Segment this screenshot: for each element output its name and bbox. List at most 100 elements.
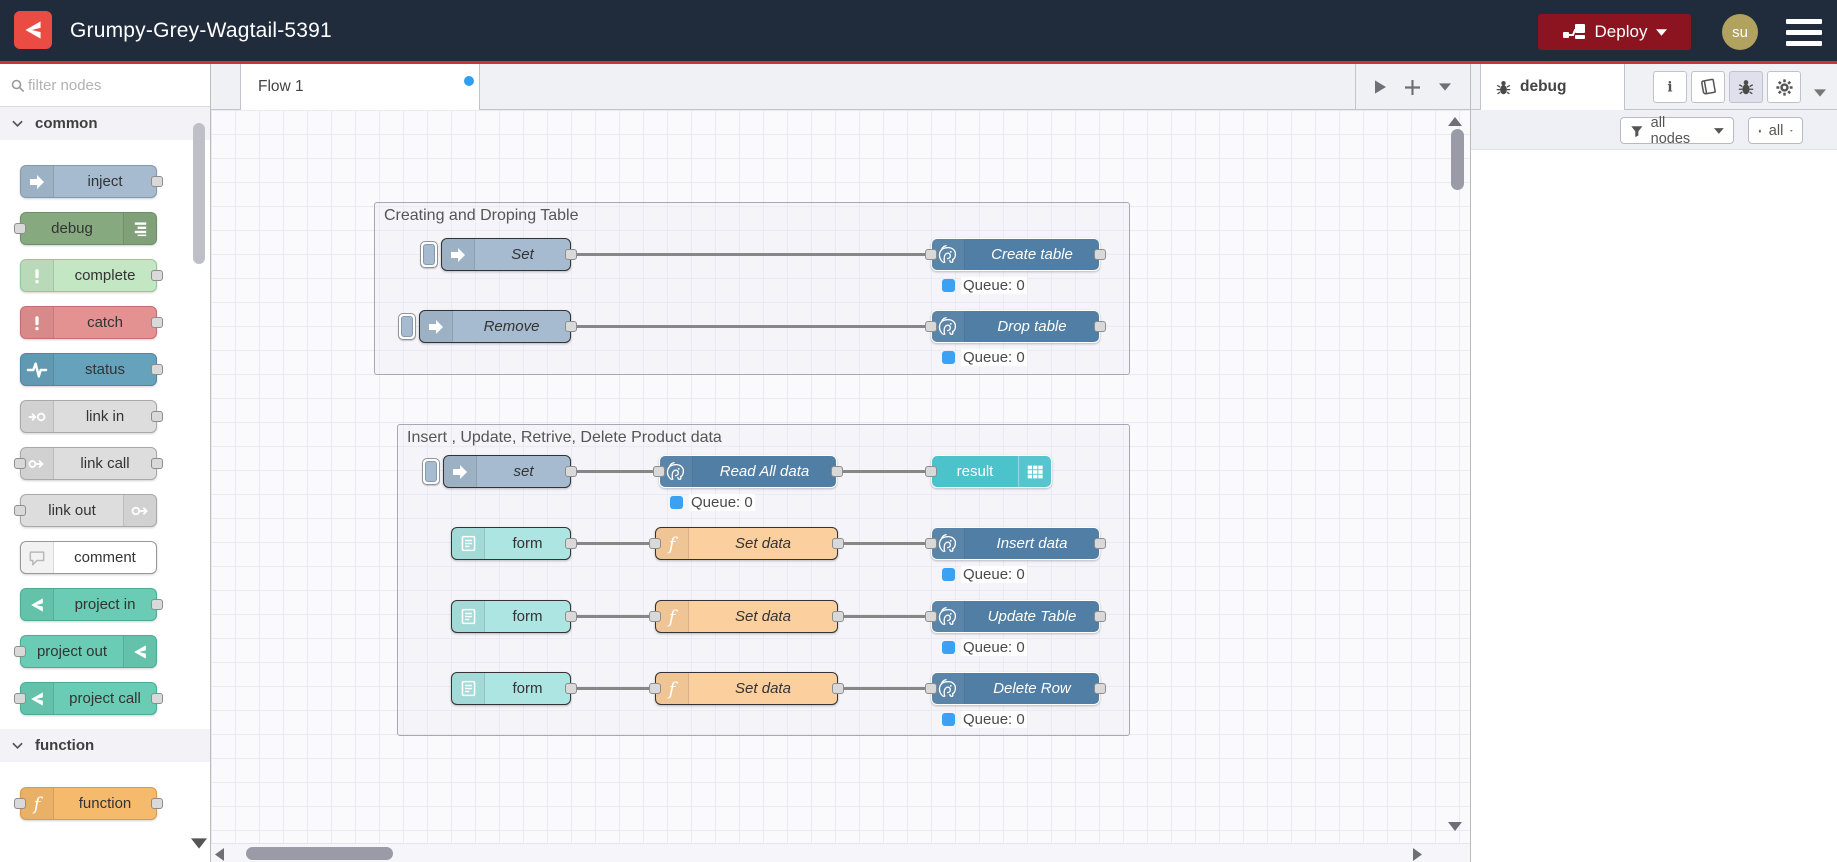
palette-node-link-out[interactable]: link out <box>14 494 157 527</box>
node-output-port[interactable] <box>1094 611 1106 622</box>
node-input-port[interactable] <box>925 611 937 622</box>
node-output-port[interactable] <box>565 683 577 694</box>
node-input-port[interactable] <box>649 538 661 549</box>
node-input-port[interactable] <box>14 505 26 516</box>
node-output-port[interactable] <box>151 411 163 422</box>
palette-search[interactable] <box>0 64 210 107</box>
palette-node-status[interactable]: status <box>20 353 163 386</box>
flow-node-set[interactable]: set <box>443 455 577 488</box>
info-button[interactable]: i <box>1653 71 1687 103</box>
canvas-scroll-right-icon[interactable] <box>1413 848 1422 862</box>
help-book-button[interactable] <box>1691 71 1725 103</box>
node-output-port[interactable] <box>565 538 577 549</box>
palette-node-debug[interactable]: debug <box>14 212 157 245</box>
flow-node-form[interactable]: form <box>451 527 577 560</box>
flow-node-Insert-data[interactable]: Insert data <box>925 527 1106 560</box>
node-output-port[interactable] <box>151 176 163 187</box>
palette-scroll-down-icon[interactable] <box>191 836 207 854</box>
canvas-scroll-left-icon[interactable] <box>215 848 224 862</box>
canvas-vscrollbar[interactable] <box>1451 129 1464 190</box>
palette-node-project-call[interactable]: project call <box>14 682 163 715</box>
sidebar-caret-icon[interactable] <box>1814 84 1826 102</box>
node-input-port[interactable] <box>649 683 661 694</box>
config-gear-button[interactable] <box>1767 71 1801 103</box>
tab-debug[interactable]: debug <box>1480 64 1625 110</box>
palette-node-project-in[interactable]: project in <box>20 588 163 621</box>
node-input-port[interactable] <box>14 223 26 234</box>
palette-node-complete[interactable]: complete <box>20 259 163 292</box>
flow-node-result[interactable]: result <box>925 455 1052 488</box>
canvas-scroll-down-icon[interactable] <box>1448 818 1462 836</box>
node-input-port[interactable] <box>14 693 26 704</box>
node-output-port[interactable] <box>1094 249 1106 260</box>
debug-filter-button[interactable]: all nodes <box>1620 115 1734 147</box>
node-output-port[interactable] <box>1094 321 1106 332</box>
palette-node-catch[interactable]: catch <box>20 306 163 339</box>
node-input-port[interactable] <box>925 538 937 549</box>
palette-node-comment[interactable]: comment <box>20 541 157 574</box>
search-input[interactable] <box>28 72 178 98</box>
add-flow-button[interactable] <box>1404 79 1420 95</box>
palette-category-function[interactable]: function <box>0 729 210 762</box>
node-output-port[interactable] <box>832 538 844 549</box>
palette-node-link-in[interactable]: link in <box>20 400 163 433</box>
node-output-port[interactable] <box>151 317 163 328</box>
flow-node-Remove[interactable]: Remove <box>419 310 577 343</box>
node-input-port[interactable] <box>14 458 26 469</box>
node-input-port[interactable] <box>925 466 937 477</box>
canvas-scroll-up-icon[interactable] <box>1448 113 1462 131</box>
flow-list-caret-icon[interactable] <box>1438 83 1451 91</box>
node-output-port[interactable] <box>565 321 577 332</box>
flow-node-Drop-table[interactable]: Drop table <box>925 310 1106 343</box>
node-output-port[interactable] <box>1094 683 1106 694</box>
palette-scrollbar[interactable] <box>193 123 205 264</box>
node-input-port[interactable] <box>649 611 661 622</box>
flow-node-Create-table[interactable]: Create table <box>925 238 1106 271</box>
node-output-port[interactable] <box>151 599 163 610</box>
flow-node-form[interactable]: form <box>451 672 577 705</box>
palette-node-inject[interactable]: inject <box>20 165 163 198</box>
tab-scroll-right-icon[interactable] <box>1375 80 1387 94</box>
debug-clear-button[interactable]: all <box>1748 117 1803 144</box>
palette-category-common[interactable]: common <box>0 107 210 140</box>
node-input-port[interactable] <box>653 466 665 477</box>
node-output-port[interactable] <box>151 798 163 809</box>
node-output-port[interactable] <box>565 249 577 260</box>
inject-button[interactable] <box>420 241 438 268</box>
flow-node-Set[interactable]: Set <box>441 238 577 271</box>
node-output-port[interactable] <box>151 270 163 281</box>
canvas-hscroll-track[interactable] <box>211 843 1470 862</box>
tab-flow1[interactable]: Flow 1 <box>240 64 480 110</box>
node-input-port[interactable] <box>14 646 26 657</box>
palette-node-project-out[interactable]: project out <box>14 635 157 668</box>
deploy-button[interactable]: Deploy <box>1538 14 1691 50</box>
flow-node-Update-Table[interactable]: Update Table <box>925 600 1106 633</box>
flow-node-Read-All-data[interactable]: Read All data <box>653 455 843 488</box>
inject-button[interactable] <box>422 458 440 485</box>
node-output-port[interactable] <box>151 458 163 469</box>
debug-panel-button[interactable] <box>1729 71 1763 103</box>
node-output-port[interactable] <box>565 611 577 622</box>
debug-messages-panel[interactable] <box>1471 150 1837 862</box>
node-output-port[interactable] <box>832 611 844 622</box>
node-output-port[interactable] <box>151 693 163 704</box>
node-input-port[interactable] <box>925 683 937 694</box>
canvas-hscrollbar[interactable] <box>246 847 393 860</box>
node-output-port[interactable] <box>565 466 577 477</box>
node-input-port[interactable] <box>925 321 937 332</box>
palette-node-link-call[interactable]: link call <box>14 447 163 480</box>
flow-node-Delete-Row[interactable]: Delete Row <box>925 672 1106 705</box>
avatar[interactable]: su <box>1722 14 1758 50</box>
flow-node-form[interactable]: form <box>451 600 577 633</box>
menu-icon[interactable] <box>1786 19 1822 46</box>
node-output-port[interactable] <box>1094 538 1106 549</box>
node-output-port[interactable] <box>832 683 844 694</box>
inject-button[interactable] <box>398 313 416 340</box>
node-input-port[interactable] <box>14 798 26 809</box>
node-input-port[interactable] <box>925 249 937 260</box>
